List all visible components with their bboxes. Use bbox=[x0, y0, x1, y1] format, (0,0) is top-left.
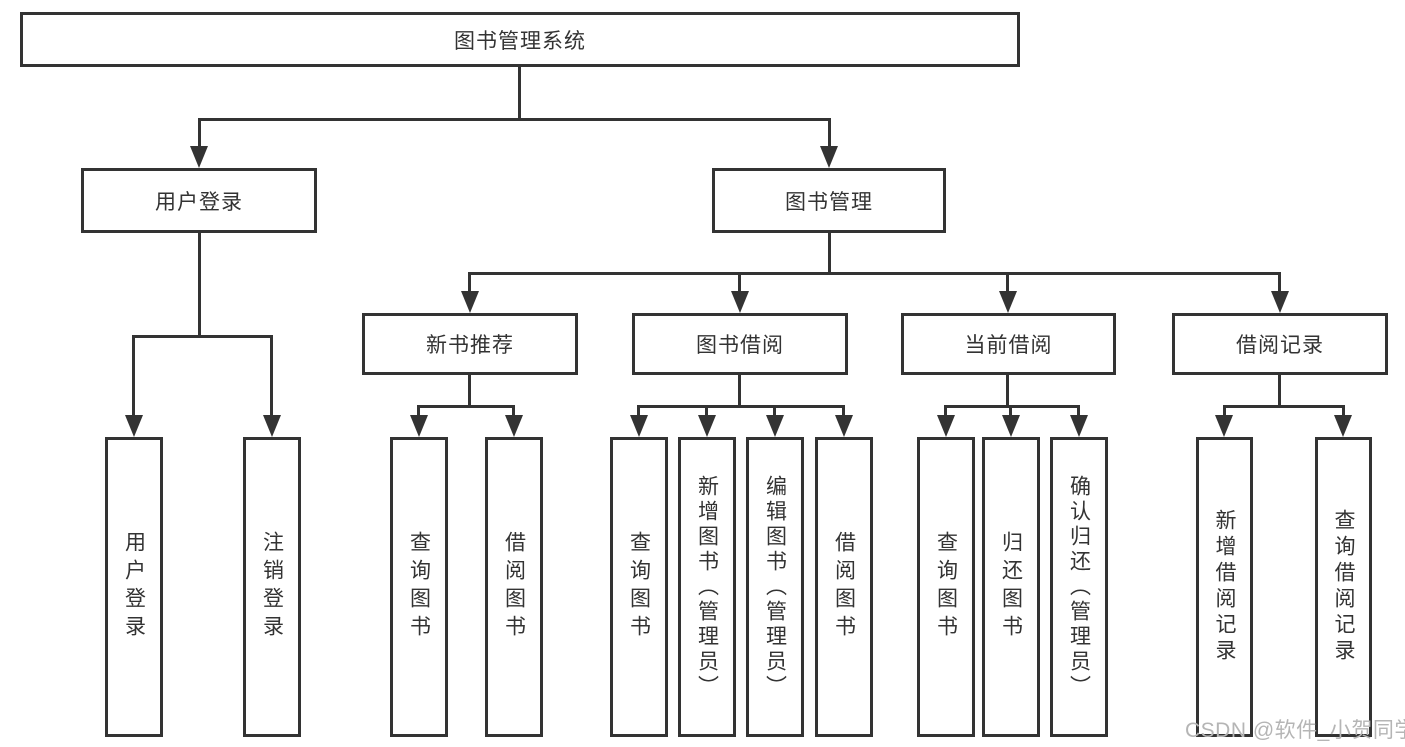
connector-addrecord-shaft bbox=[1223, 405, 1226, 417]
node-leaf-query-borrow-record-label: 查询借阅记录 bbox=[1332, 509, 1355, 665]
connector-queryrecord-shaft bbox=[1342, 405, 1345, 417]
node-leaf-logout-label: 注销登录 bbox=[260, 531, 284, 643]
connector-borrowrecord-drop bbox=[1278, 375, 1281, 407]
connector-query1-shaft bbox=[417, 405, 420, 417]
node-leaf-confirm-return-admin-label: 确认归还（管理员） bbox=[1067, 474, 1091, 700]
node-leaf-borrow-book-2-label: 借阅图书 bbox=[832, 531, 856, 643]
connector-record-shaft bbox=[1278, 272, 1281, 293]
arrowhead-bookmgmt bbox=[820, 146, 838, 168]
connector-recommend-drop bbox=[468, 375, 471, 407]
arrowhead-confirmreturn bbox=[1070, 415, 1088, 437]
node-leaf-add-borrow-record: 新增借阅记录 bbox=[1196, 437, 1253, 737]
arrowhead-leaf-login bbox=[125, 415, 143, 437]
node-root-label: 图书管理系统 bbox=[454, 29, 586, 53]
arrowhead-borrow1 bbox=[505, 415, 523, 437]
node-user-login: 用户登录 bbox=[81, 168, 317, 233]
connector-query2-shaft bbox=[637, 405, 640, 417]
node-root: 图书管理系统 bbox=[20, 12, 1020, 67]
arrowhead-leaf-logout bbox=[263, 415, 281, 437]
connector-borrowrecord-bar bbox=[1223, 405, 1345, 408]
connector-currentborrow-bar bbox=[944, 405, 1080, 408]
arrowhead-borrow2 bbox=[835, 415, 853, 437]
node-book-management-label: 图书管理 bbox=[785, 190, 873, 214]
arrowhead-borrow bbox=[731, 291, 749, 313]
node-leaf-user-login: 用户登录 bbox=[105, 437, 163, 737]
connector-current-shaft bbox=[1006, 272, 1009, 293]
arrowhead-record bbox=[1271, 291, 1289, 313]
connector-borrow-shaft bbox=[738, 272, 741, 293]
node-leaf-borrow-book-2: 借阅图书 bbox=[815, 437, 873, 737]
arrowhead-current bbox=[999, 291, 1017, 313]
connector-bookmgmt-shaft bbox=[828, 118, 831, 148]
node-user-login-label: 用户登录 bbox=[155, 190, 243, 214]
node-leaf-confirm-return-admin: 确认归还（管理员） bbox=[1050, 437, 1108, 737]
node-leaf-borrow-book-1: 借阅图书 bbox=[485, 437, 543, 737]
arrowhead-recommend bbox=[461, 291, 479, 313]
node-leaf-query-book-3-label: 查询图书 bbox=[934, 531, 958, 643]
node-borrow-record: 借阅记录 bbox=[1172, 313, 1388, 375]
node-leaf-query-book-1-label: 查询图书 bbox=[407, 531, 431, 643]
arrowhead-query3 bbox=[937, 415, 955, 437]
node-leaf-query-borrow-record: 查询借阅记录 bbox=[1315, 437, 1372, 737]
connector-currentborrow-drop bbox=[1006, 375, 1009, 407]
connector-userlogin-shaft bbox=[198, 118, 201, 148]
node-leaf-edit-book-admin-label: 编辑图书（管理员） bbox=[763, 474, 787, 700]
node-leaf-borrow-book-1-label: 借阅图书 bbox=[502, 531, 526, 643]
connector-userlogin-bar bbox=[132, 335, 273, 338]
connector-leaf-logout-shaft bbox=[270, 335, 273, 417]
node-book-borrow-label: 图书借阅 bbox=[696, 334, 784, 357]
connector-addbook-shaft bbox=[705, 405, 708, 417]
csdn-watermark: CSDN @软件_小贺同学 bbox=[1185, 719, 1405, 742]
connector-returnbook-shaft bbox=[1009, 405, 1012, 417]
node-current-borrow: 当前借阅 bbox=[901, 313, 1116, 375]
connector-root-drop bbox=[518, 67, 521, 120]
node-leaf-add-book-admin-label: 新增图书（管理员） bbox=[695, 474, 719, 700]
connector-level3-bar bbox=[468, 272, 1281, 275]
node-leaf-edit-book-admin: 编辑图书（管理员） bbox=[746, 437, 804, 737]
connector-level2-bar bbox=[198, 118, 831, 121]
connector-userlogin-drop bbox=[198, 233, 201, 337]
node-leaf-query-book-3: 查询图书 bbox=[917, 437, 975, 737]
arrowhead-returnbook bbox=[1002, 415, 1020, 437]
connector-editbook-shaft bbox=[773, 405, 776, 417]
node-leaf-add-borrow-record-label: 新增借阅记录 bbox=[1213, 509, 1236, 665]
connector-recommend-bar bbox=[417, 405, 515, 408]
arrowhead-addrecord bbox=[1215, 415, 1233, 437]
node-new-book-recommend-label: 新书推荐 bbox=[426, 334, 514, 357]
connector-bookborrow-drop bbox=[738, 375, 741, 407]
connector-borrow2-shaft bbox=[842, 405, 845, 417]
connector-bookmgmt-drop bbox=[828, 233, 831, 274]
node-leaf-user-login-label: 用户登录 bbox=[122, 531, 146, 643]
node-leaf-return-book-label: 归还图书 bbox=[999, 531, 1023, 643]
connector-recommend-shaft bbox=[468, 272, 471, 293]
node-leaf-query-book-1: 查询图书 bbox=[390, 437, 448, 737]
arrowhead-query1 bbox=[410, 415, 428, 437]
arrowhead-queryrecord bbox=[1334, 415, 1352, 437]
arrowhead-query2 bbox=[630, 415, 648, 437]
connector-borrow1-shaft bbox=[512, 405, 515, 417]
connector-bookborrow-bar bbox=[637, 405, 845, 408]
node-leaf-query-book-2-label: 查询图书 bbox=[627, 531, 651, 643]
node-new-book-recommend: 新书推荐 bbox=[362, 313, 578, 375]
node-book-management: 图书管理 bbox=[712, 168, 946, 233]
connector-query3-shaft bbox=[944, 405, 947, 417]
node-leaf-return-book: 归还图书 bbox=[982, 437, 1040, 737]
arrowhead-addbook bbox=[698, 415, 716, 437]
connector-leaf-login-shaft bbox=[132, 335, 135, 417]
arrowhead-editbook bbox=[766, 415, 784, 437]
arrowhead-userlogin bbox=[190, 146, 208, 168]
node-book-borrow: 图书借阅 bbox=[632, 313, 848, 375]
node-borrow-record-label: 借阅记录 bbox=[1236, 334, 1324, 357]
node-leaf-query-book-2: 查询图书 bbox=[610, 437, 668, 737]
node-leaf-add-book-admin: 新增图书（管理员） bbox=[678, 437, 736, 737]
connector-confirmreturn-shaft bbox=[1077, 405, 1080, 417]
node-leaf-logout: 注销登录 bbox=[243, 437, 301, 737]
node-current-borrow-label: 当前借阅 bbox=[964, 334, 1053, 357]
